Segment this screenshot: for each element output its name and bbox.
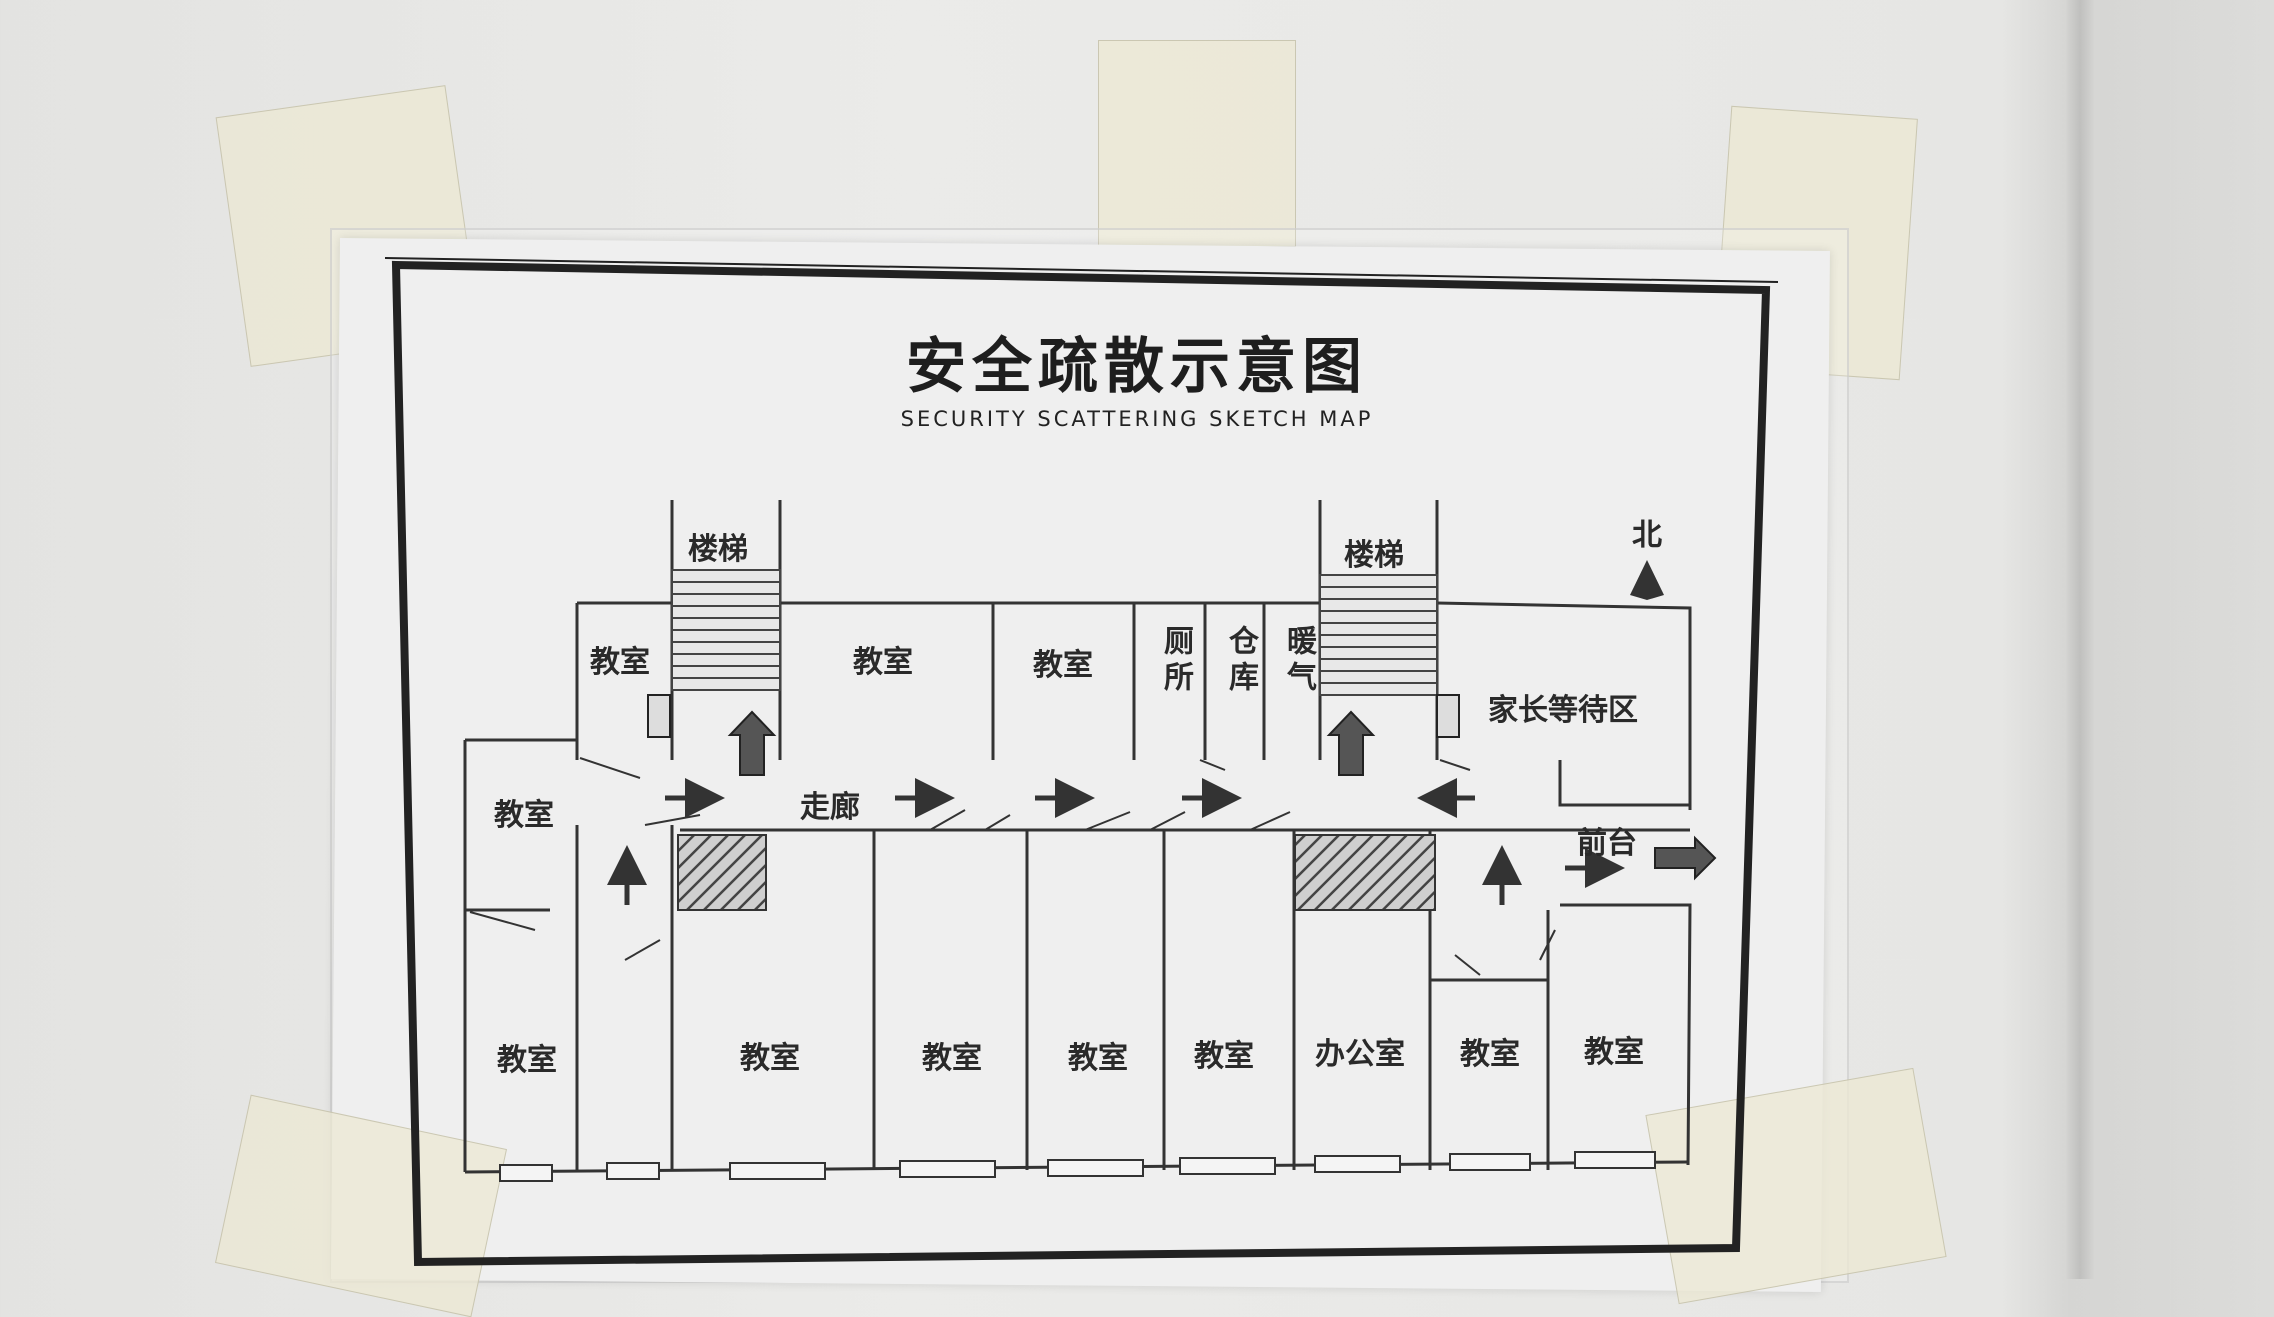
label-parent-wait: 家长等待区 (1488, 693, 1638, 728)
exit-arrow-icon (727, 710, 1717, 881)
label-toilet: 厕所 (1158, 625, 1193, 697)
floor-plan (384, 257, 1779, 1267)
tape-top-center (1098, 40, 1296, 247)
stairs-icon (671, 569, 1438, 696)
sign-border (384, 257, 1779, 1267)
label-stair-east: 楼梯 (1344, 538, 1404, 573)
sign-subtitle: SECURITY SCATTERING SKETCH MAP (900, 407, 1374, 431)
label-classroom-s2: 教室 (740, 1041, 800, 1076)
label-classroom-n2: 教室 (1033, 648, 1093, 683)
label-stair-west: 楼梯 (688, 532, 748, 567)
label-classroom-s1: 教室 (497, 1043, 557, 1078)
label-classroom-s4: 教室 (1068, 1041, 1128, 1076)
fire-hydrant-icon (647, 694, 1460, 738)
label-classroom-s6: 教室 (1460, 1037, 1520, 1072)
sign-title: 安全疏散示意图 (906, 332, 1368, 402)
north-arrow-icon (1630, 560, 1664, 600)
label-office: 办公室 (1315, 1037, 1405, 1072)
label-front-desk: 前台 (1577, 826, 1637, 861)
hatched-block-west (677, 834, 767, 911)
label-classroom-s3: 教室 (922, 1041, 982, 1076)
label-classroom-s7: 教室 (1584, 1035, 1644, 1070)
label-classroom-s5: 教室 (1194, 1039, 1254, 1074)
wall-corner-shadow (2065, 0, 2095, 1279)
windows (499, 1151, 1656, 1182)
label-classroom-w: 教室 (494, 798, 554, 833)
hatched-block-east (1294, 834, 1436, 911)
label-heating: 暖气 (1281, 625, 1316, 697)
evacuation-arrows (607, 778, 1625, 905)
north-label: 北 (1632, 518, 1662, 553)
label-classroom-nw: 教室 (590, 645, 650, 680)
label-corridor: 走廊 (800, 790, 860, 825)
label-storage: 仓库 (1223, 625, 1258, 697)
label-classroom-n1: 教室 (853, 645, 913, 680)
